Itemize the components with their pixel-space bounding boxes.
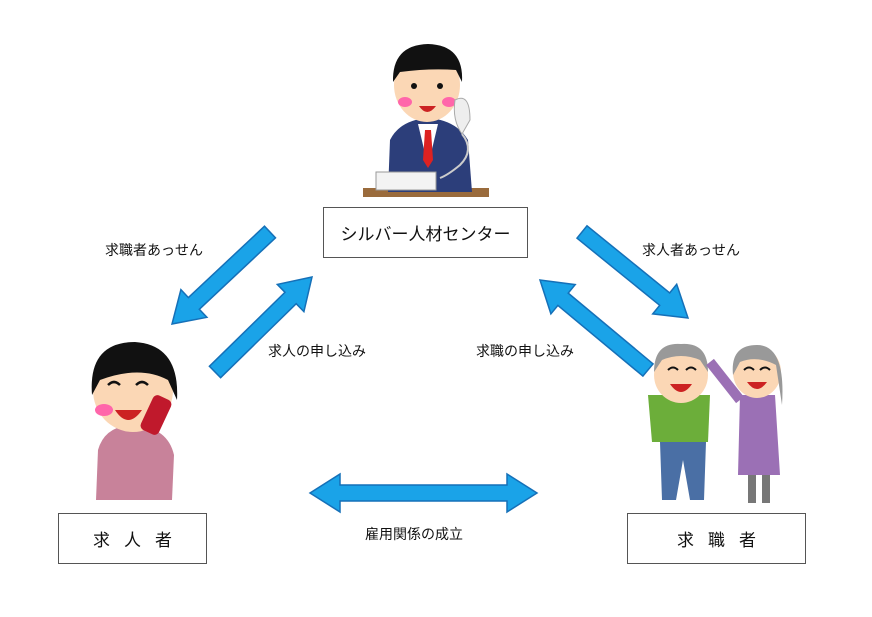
arrow-from-employer-icon xyxy=(208,276,313,379)
arrow-to-employer-icon xyxy=(170,225,277,325)
arrow-to-jobseeker-icon xyxy=(575,224,690,319)
employer-illustration xyxy=(91,342,178,500)
employer-label: 求人者 xyxy=(93,531,186,551)
label-mutual: 雇用関係の成立 xyxy=(365,527,463,543)
label-from-jobseeker: 求職の申し込み xyxy=(476,344,574,360)
silver-center-label: シルバー人材センター xyxy=(340,225,511,245)
jobseeker-box: 求職者 xyxy=(627,513,806,564)
jobseeker-label: 求職者 xyxy=(677,531,770,551)
jobseekers-illustration xyxy=(648,343,783,503)
label-to-employer: 求職者あっせん xyxy=(105,243,203,259)
arrow-from-jobseeker-icon xyxy=(538,279,655,378)
label-to-jobseeker: 求人者あっせん xyxy=(642,243,740,259)
silver-center-box: シルバー人材センター xyxy=(323,207,528,258)
arrow-mutual-icon xyxy=(308,472,539,514)
employer-box: 求人者 xyxy=(58,513,207,564)
staff-illustration xyxy=(363,44,489,197)
label-from-employer: 求人の申し込み xyxy=(268,344,366,360)
